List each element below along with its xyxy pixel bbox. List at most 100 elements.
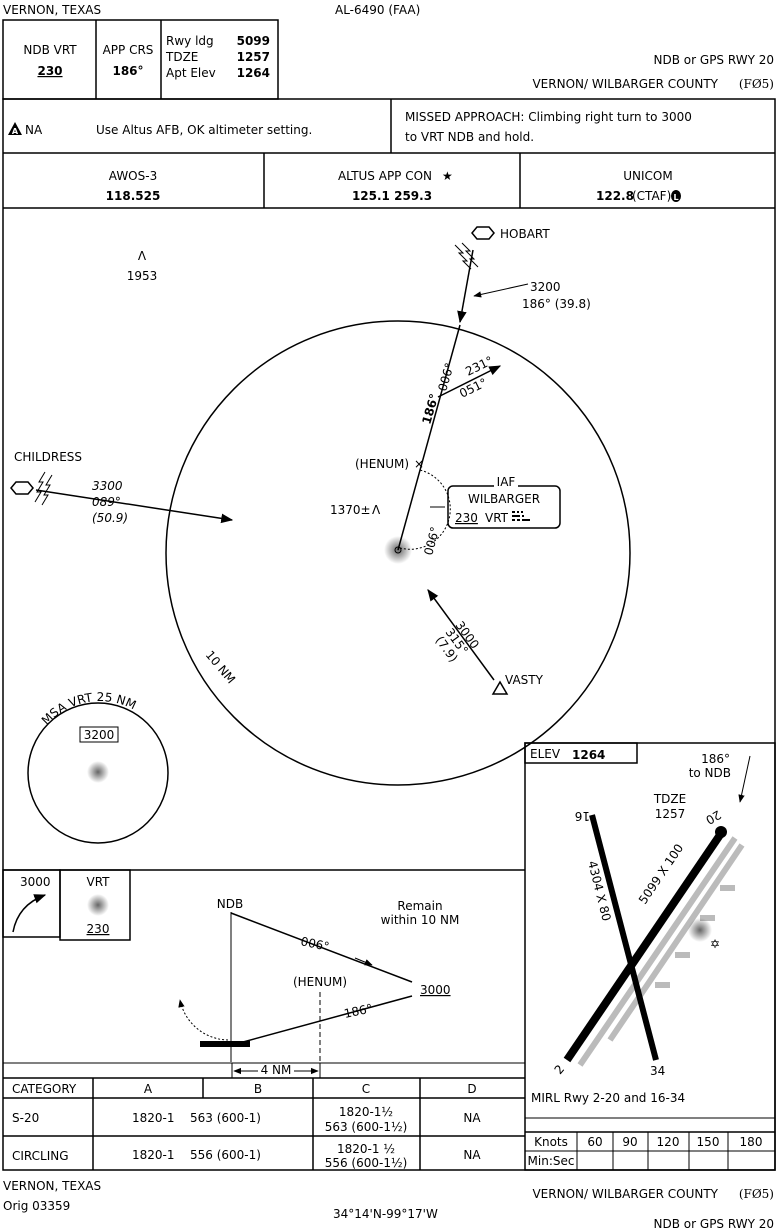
obstacle-2-elevation: 1370±	[330, 503, 371, 517]
beacon-icon: ✡	[710, 937, 720, 951]
footer-coords: 34°14'N-99°17'W	[333, 1207, 438, 1221]
profile-hold-freq: 230	[87, 922, 110, 936]
comms-row: AWOS-3 118.525 ALTUS APP CON ★ 125.1 259…	[106, 169, 681, 203]
hobart-altitude: 3200	[530, 280, 561, 294]
hold-inbound: 231°	[463, 353, 495, 378]
henum-fix-icon: ×	[414, 457, 424, 471]
row-s20-c: 1820-1½	[339, 1105, 393, 1119]
row-s20-ab-sub: 563 (600-1)	[190, 1111, 261, 1125]
row-s20-c-sub: 563 (600-1½)	[325, 1120, 408, 1134]
apt-elev-label: Apt Elev	[166, 66, 216, 80]
lighting-badge-icon	[671, 190, 681, 202]
morse-code-icon	[512, 511, 530, 521]
procedure-title: NDB or GPS RWY 20	[654, 53, 774, 67]
hobart-course: 186° (39.8)	[522, 297, 591, 311]
profile-outbound-course: 006°	[299, 934, 330, 954]
airport-name: VERNON/ WILBARGER COUNTY	[532, 77, 718, 91]
app-con-freq: 125.1 259.3	[352, 189, 432, 203]
row-circling-c-sub: 556 (600-1½)	[325, 1156, 408, 1170]
profile-ndb-icon	[87, 894, 109, 916]
crs-note-2: to NDB	[689, 766, 731, 780]
notes-row: A NA Use Altus AFB, OK altimeter setting…	[8, 110, 692, 144]
childress-course: 089°	[92, 495, 121, 509]
rwy-16-label: 16	[575, 809, 590, 823]
col-b: B	[254, 1082, 262, 1096]
runway-2-20	[563, 829, 726, 1063]
footer-airport-id: (FØ5)	[739, 1187, 774, 1201]
row-s20-category: S-20	[12, 1111, 39, 1125]
obstacle-2-icon: Λ	[372, 503, 381, 517]
crs-note-1: 186°	[701, 752, 730, 766]
knots-120: 120	[657, 1135, 680, 1149]
briefing-strip: NDB VRT 230 APP CRS 186° Rwy ldg 5099 TD…	[2, 19, 279, 100]
minsec-label: Min:Sec	[528, 1154, 575, 1168]
childress-distance: (50.9)	[92, 511, 128, 525]
rwy-20-label: 20	[703, 807, 723, 827]
footer-amendment: Orig 03359	[3, 1199, 70, 1213]
minimums-table: CATEGORY A B C D S-20 1820-1 563 (600-1)…	[3, 1077, 525, 1170]
ctaf-label: (CTAF)	[632, 189, 671, 203]
elev-label: ELEV	[530, 747, 561, 761]
alternate-symbol: A	[12, 127, 19, 136]
runway-icon	[200, 1041, 250, 1047]
rwy-ldg: 5099	[237, 34, 270, 48]
row-circling-d: NA	[463, 1148, 481, 1162]
row-circling-category: CIRCLING	[12, 1149, 69, 1163]
tdze: 1257	[237, 50, 270, 64]
henum-label: (HENUM)	[355, 457, 409, 471]
runway-16-34	[589, 814, 659, 1061]
iaf-name: WILBARGER	[468, 492, 540, 506]
knots-60: 60	[587, 1135, 602, 1149]
hobart-ndb-icon	[471, 226, 495, 240]
header-location: VERNON, TEXAS	[3, 3, 101, 17]
app-con-label: ALTUS APP CON	[338, 169, 432, 183]
row-circling-c: 1820-1 ½	[337, 1142, 395, 1156]
apt-elev: 1264	[237, 66, 270, 80]
hold-outbound: 051°	[457, 375, 489, 400]
holding-pattern	[399, 469, 451, 550]
knots-150: 150	[697, 1135, 720, 1149]
tdze-label: TDZE	[165, 50, 198, 64]
knots-180: 180	[740, 1135, 763, 1149]
profile-inbound-course: 186°	[343, 1001, 374, 1021]
row-s20-d: NA	[463, 1111, 481, 1125]
altimeter-note: Use Altus AFB, OK altimeter setting.	[96, 123, 312, 137]
awos-freq: 118.525	[106, 189, 161, 203]
profile-distance: 4 NM	[261, 1063, 292, 1077]
iaf-ident: VRT	[485, 511, 509, 525]
childress-altitude: 3300	[92, 479, 123, 493]
approach-lighting-icon	[715, 826, 727, 838]
climb-arrow-icon	[12, 894, 47, 933]
iaf-freq: 230	[455, 511, 478, 525]
rwy-ldg-label: Rwy ldg	[166, 34, 214, 48]
tdze-value-ad: 1257	[655, 807, 686, 821]
nav-label: NDB VRT	[23, 43, 77, 57]
profile-henum: (HENUM)	[293, 975, 347, 989]
missed-turn-arrow	[178, 999, 229, 1041]
procedure-id: AL-6490 (FAA)	[335, 3, 420, 17]
lighting-note: MIRL Rwy 2-20 and 16-34	[531, 1091, 685, 1105]
childress-ndb-icon	[10, 481, 34, 495]
row-circling-ab-sub: 556 (600-1)	[190, 1148, 261, 1162]
elev-value: 1264	[572, 748, 605, 762]
rwy-34-label: 34	[650, 1064, 665, 1078]
remain-line2: within 10 NM	[381, 913, 460, 927]
childress-label: CHILDRESS	[14, 450, 82, 464]
profile-view: 3000 VRT 230 NDB 006° Remain within 10 N…	[2, 869, 525, 1078]
footer-airport: VERNON/ WILBARGER COUNTY	[532, 1187, 718, 1201]
unicom-label: UNICOM	[623, 169, 672, 183]
vasty-label: VASTY	[505, 673, 544, 687]
nav-freq: 230	[37, 64, 62, 78]
rwy-2-label: 2	[552, 1062, 568, 1077]
profile-hold-alt: 3000	[20, 875, 51, 889]
missed-approach-line1: MISSED APPROACH: Climbing right turn to …	[405, 110, 692, 124]
col-c: C	[362, 1082, 370, 1096]
tdze-label-ad: TDZE	[653, 792, 686, 806]
ad-ndb-icon	[688, 918, 712, 942]
taxiway	[577, 836, 745, 1067]
knots-90: 90	[622, 1135, 637, 1149]
col-category: CATEGORY	[12, 1082, 77, 1096]
obstacle-elevation: 1953	[127, 269, 158, 283]
crs-label: APP CRS	[103, 43, 154, 57]
